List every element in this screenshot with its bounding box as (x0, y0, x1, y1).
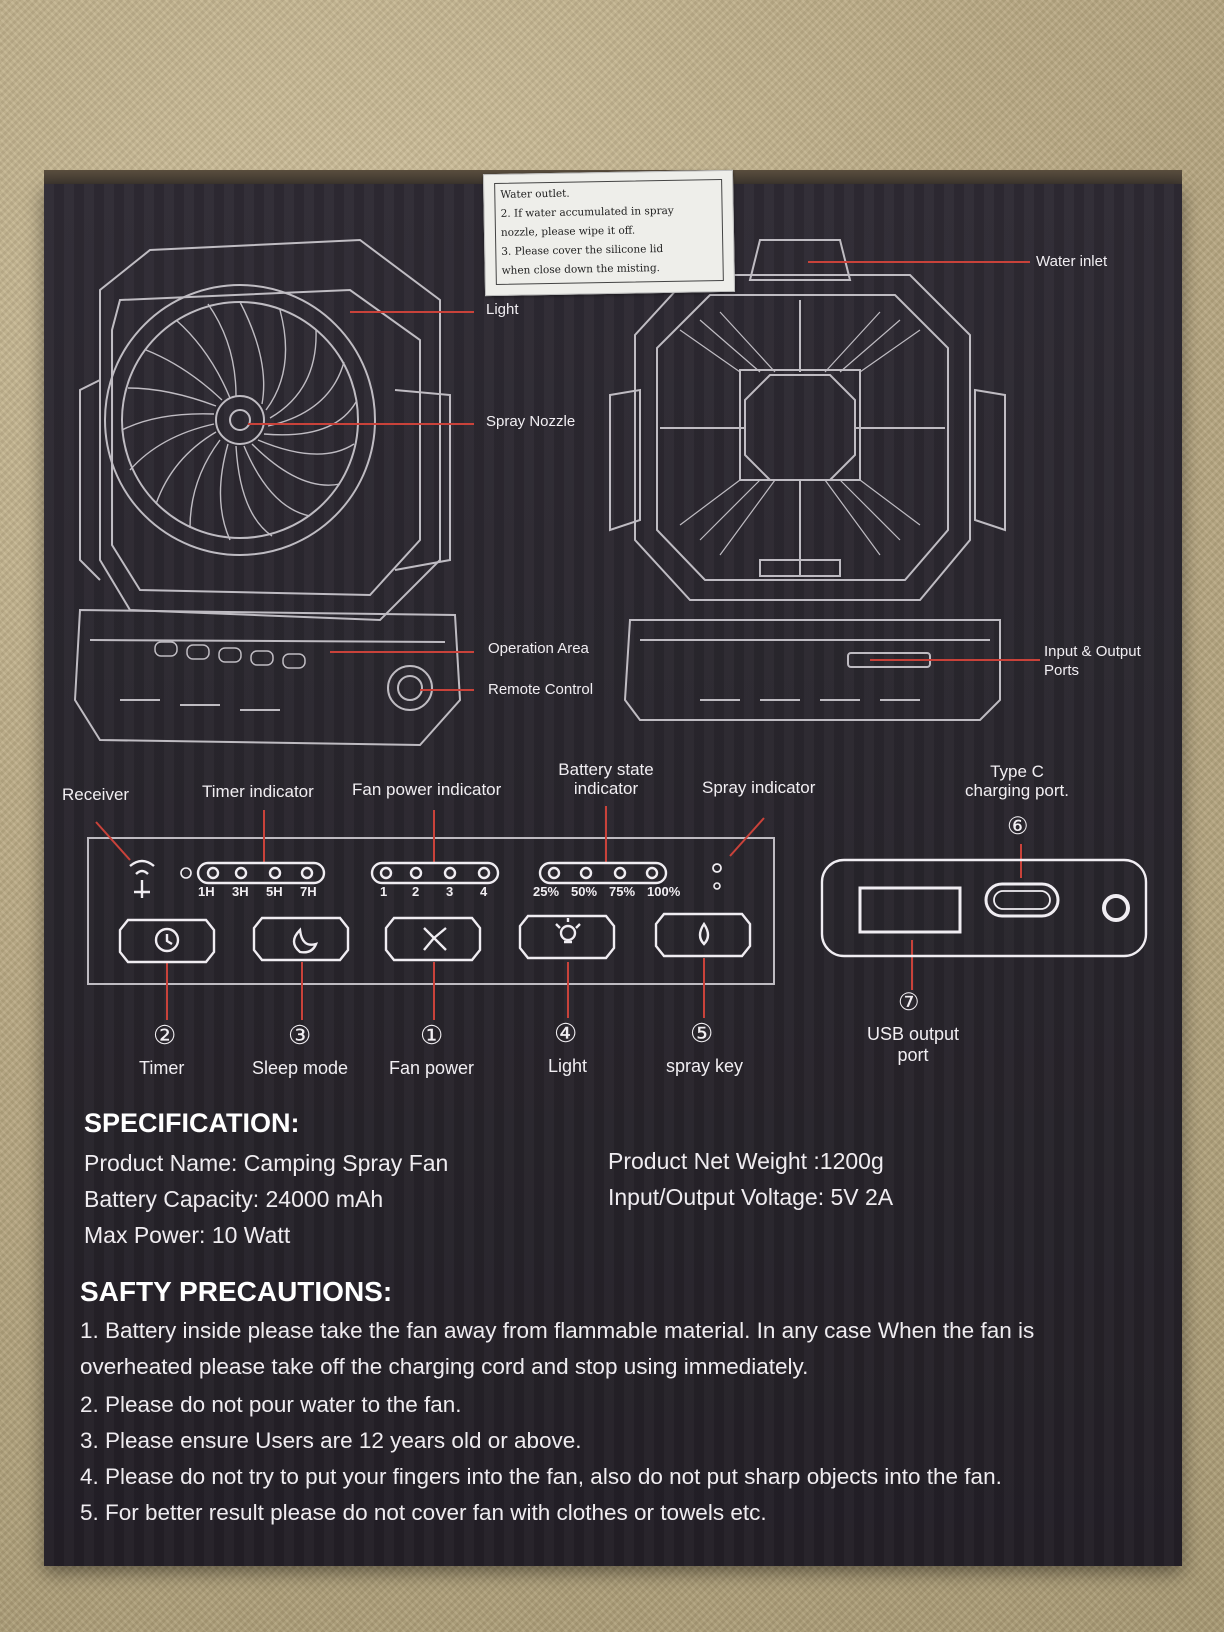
spec-max-power: Max Power: 10 Watt (84, 1222, 291, 1248)
type-c-line-1: Type C (990, 762, 1044, 781)
specification-heading: SPECIFICATION: (84, 1108, 300, 1138)
spec-voltage: Input/Output Voltage: 5V 2A (608, 1184, 894, 1210)
safety-line: 4. Please do not try to put your fingers… (80, 1464, 1002, 1489)
label-usb-output: USB output port (852, 1024, 974, 1066)
fan-tick: 4 (480, 884, 488, 899)
fan-tick: 2 (412, 884, 420, 899)
fan-tick: 3 (446, 884, 454, 899)
button-number: ② (153, 1020, 177, 1050)
battery-state-line-2: indicator (573, 779, 639, 798)
callout-spray-nozzle: Spray Nozzle (486, 413, 576, 430)
product-box-back (44, 184, 1182, 1566)
button-number: ③ (288, 1020, 312, 1050)
control-panel-outline (87, 837, 775, 985)
spec-product-name: Product Name: Camping Spray Fan (84, 1150, 449, 1176)
type-c-line-2: charging port. (965, 781, 1069, 800)
safety-line: 3. Please ensure Users are 12 years old … (80, 1428, 582, 1453)
spec-net-weight: Product Net Weight :1200g (608, 1148, 884, 1174)
callout-io-ports: Input & Output Ports (1044, 642, 1141, 680)
label-fan-power-indicator: Fan power indicator (352, 780, 502, 799)
sticker-line: when close down the misting. (501, 262, 661, 277)
spec-battery-capacity: Battery Capacity: 24000 mAh (84, 1186, 384, 1212)
port-number-usb: ⑦ (898, 989, 920, 1016)
callout-operation-area: Operation Area (488, 640, 589, 657)
rear-fan-drawing (609, 239, 1006, 721)
label-spray-indicator: Spray indicator (702, 778, 816, 797)
front-fan-drawing (73, 238, 462, 747)
battery-tick: 25% (533, 884, 560, 899)
io-ports-line-1: Input & Output (1044, 643, 1141, 660)
io-ports-line-2: Ports (1044, 662, 1080, 679)
button-number: ① (420, 1020, 444, 1050)
button-number: ④ (554, 1018, 578, 1048)
battery-state-line-1: Battery state (558, 760, 654, 779)
label-type-c: Type C charging port. (950, 762, 1084, 800)
safety-line: overheated please take off the charging … (80, 1354, 809, 1379)
safety-line: 1. Battery inside please take the fan aw… (80, 1318, 1035, 1343)
button-label-fan-power: Fan power (389, 1058, 475, 1078)
button-label-light: Light (548, 1056, 588, 1076)
callout-light: Light (486, 301, 519, 318)
timer-tick: 7H (300, 884, 317, 899)
label-receiver: Receiver (62, 785, 130, 804)
timer-tick: 3H (232, 884, 249, 899)
safety-line: 5. For better result please do not cover… (80, 1500, 767, 1525)
battery-tick: 100% (647, 884, 681, 899)
usb-label-line-1: USB output (866, 1024, 960, 1044)
warning-sticker: Water outlet. 2. If water accumulated in… (482, 169, 736, 297)
callout-remote-control: Remote Control (488, 681, 594, 698)
timer-tick: 5H (266, 884, 283, 899)
fan-tick: 1 (380, 884, 388, 899)
safety-heading: SAFTY PRECAUTIONS: (80, 1276, 393, 1307)
battery-tick: 75% (609, 884, 636, 899)
label-timer-indicator: Timer indicator (202, 782, 314, 801)
timer-tick: 1H (198, 884, 215, 899)
receiver-icon (129, 859, 155, 867)
callout-water-inlet: Water inlet (1036, 253, 1108, 270)
button-label-sleep-mode: Sleep mode (252, 1058, 349, 1078)
label-battery-state: Battery state indicator (548, 760, 664, 798)
button-number: ⑤ (690, 1018, 714, 1048)
safety-line: 2. Please do not pour water to the fan. (80, 1392, 462, 1417)
port-number-type-c: ⑥ (1007, 813, 1029, 840)
battery-tick: 50% (571, 884, 598, 899)
timer-button-shape (118, 918, 216, 964)
button-label-timer: Timer (139, 1058, 185, 1078)
usb-label-line-2: port (897, 1045, 929, 1065)
button-label-spray-key: spray key (666, 1056, 744, 1076)
callout-lines (95, 261, 1040, 1020)
